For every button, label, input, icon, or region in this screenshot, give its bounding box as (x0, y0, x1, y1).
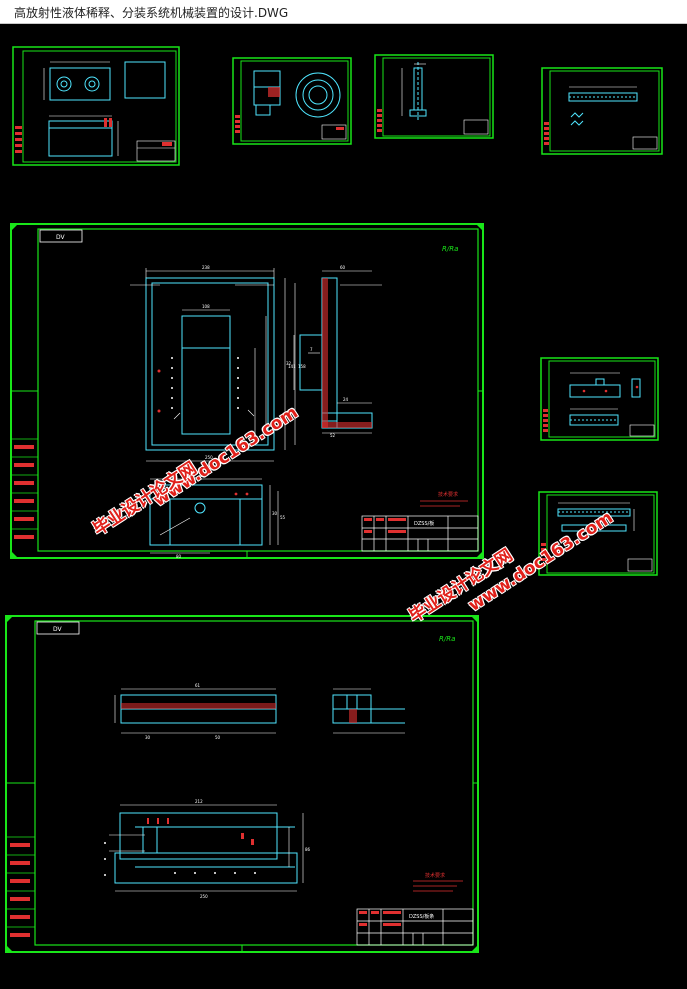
svg-text:250: 250 (205, 455, 213, 460)
svg-text:86: 86 (305, 847, 311, 852)
svg-text:R/Ra: R/Ra (442, 245, 458, 253)
drawing-sheet-8[interactable]: DV R/Ra 61 30 50 (5, 615, 479, 953)
svg-text:R/Ra: R/Ra (439, 635, 455, 643)
svg-text:238: 238 (202, 265, 210, 270)
drawing-sheet-4[interactable] (541, 67, 663, 155)
svg-text:7: 7 (310, 347, 313, 352)
drawing-sheet-7[interactable] (538, 491, 658, 576)
sheet-8-title-name: DZSS/板条 (409, 913, 434, 920)
svg-text:32: 32 (286, 361, 292, 366)
window-title: 高放射性液体稀释、分装系统机械装置的设计.DWG (14, 6, 289, 20)
svg-text:30: 30 (272, 511, 278, 516)
drawing-sheet-2[interactable] (232, 57, 352, 145)
window-titlebar: 高放射性液体稀释、分装系统机械装置的设计.DWG (0, 0, 687, 24)
svg-text:61: 61 (195, 683, 201, 688)
sheet-5-note: 技术要求 (438, 491, 458, 498)
svg-text:64: 64 (200, 473, 206, 478)
svg-text:24: 24 (343, 397, 349, 402)
svg-text:60: 60 (340, 265, 346, 270)
svg-text:30: 30 (145, 735, 151, 740)
sheet-5-tag: DV (56, 234, 66, 241)
svg-text:50: 50 (215, 735, 221, 740)
svg-text:80: 80 (176, 554, 182, 559)
drawing-sheet-6[interactable] (540, 357, 659, 441)
drawing-sheet-3[interactable] (374, 54, 494, 139)
svg-text:55: 55 (280, 515, 286, 520)
svg-text:52: 52 (330, 433, 336, 438)
sheet-5-title-name: DZSS/板 (414, 520, 434, 527)
svg-text:250: 250 (200, 894, 208, 899)
svg-text:108: 108 (202, 304, 210, 309)
svg-text:212: 212 (195, 799, 203, 804)
svg-text:141: 141 (288, 364, 296, 369)
sheet-8-tag: DV (53, 626, 63, 633)
drawing-sheet-1[interactable] (12, 46, 180, 166)
svg-text:158: 158 (298, 364, 306, 369)
sheet-8-note: 技术要求 (425, 872, 445, 879)
